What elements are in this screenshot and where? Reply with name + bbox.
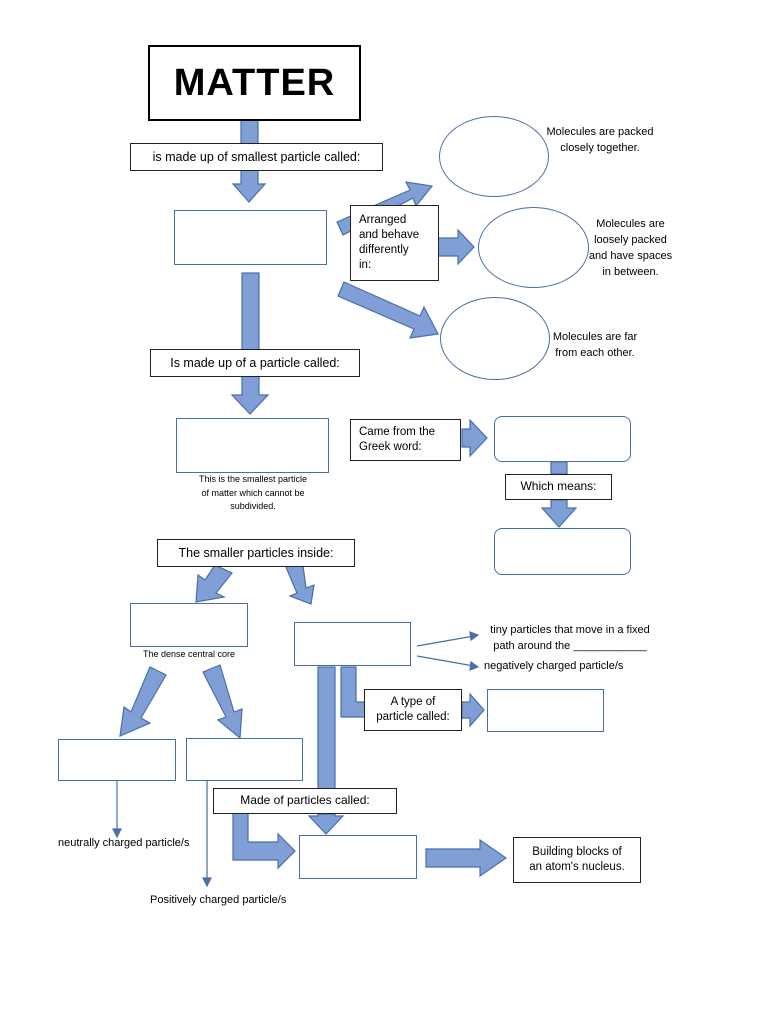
- arrow-to-meaning: [540, 499, 578, 528]
- connector-molecule-atom: [241, 272, 260, 352]
- blank-proton[interactable]: [186, 738, 303, 781]
- note-positive: Positively charged particle/s: [150, 894, 287, 906]
- blank-atom[interactable]: [176, 418, 329, 473]
- arrow-to-greek: [461, 418, 488, 458]
- note-gas: Molecules are far from each other.: [552, 331, 638, 359]
- connector-matter: [240, 119, 259, 145]
- arrow-to-nucleus: [195, 564, 233, 603]
- blank-electron[interactable]: [294, 622, 411, 666]
- note-liquid: Molecules are loosely packed and have sp…: [588, 218, 673, 278]
- label-building-blocks: Building blocks of an atom's nucleus.: [513, 837, 641, 883]
- note-solid: Molecules are packed closely together.: [546, 126, 654, 154]
- arrow-down-to-quark: [307, 813, 345, 835]
- arrow-to-neutron: [119, 666, 167, 737]
- blank-quark[interactable]: [299, 835, 417, 879]
- thin-arrowhead-neutral: [112, 828, 122, 839]
- oval-liquid[interactable]: [478, 207, 589, 288]
- note-nucleus-definition: The dense central core: [142, 649, 236, 659]
- blank-meaning[interactable]: [494, 528, 631, 575]
- oval-gas[interactable]: [440, 297, 550, 380]
- thin-arrowhead-path: [469, 631, 480, 642]
- blank-type-answer[interactable]: [487, 689, 604, 732]
- blank-molecule[interactable]: [174, 210, 327, 265]
- arrow-proton-to-quark: [232, 811, 296, 870]
- matter-title: MATTER: [148, 45, 361, 121]
- note-electron-charge: negatively charged particle/s: [484, 660, 624, 672]
- arrow-to-gas: [337, 281, 439, 339]
- label-particle-called: Is made up of a particle called:: [150, 349, 360, 377]
- label-type-of: A type of particle called:: [364, 689, 462, 731]
- label-smaller-particles: The smaller particles inside:: [157, 539, 355, 567]
- arrow-to-liquid: [437, 228, 475, 266]
- arrow-to-type-answer: [461, 692, 485, 728]
- thin-arrowhead-positive: [202, 877, 212, 888]
- note-electron-path: tiny particles that move in a fixed path…: [490, 624, 650, 652]
- label-came-from: Came from the Greek word:: [350, 419, 461, 461]
- blank-neutron[interactable]: [58, 739, 176, 781]
- label-arranged: Arranged and behave differently in:: [350, 205, 439, 281]
- connector-electron-type: [340, 666, 366, 718]
- arrow-to-proton: [202, 664, 243, 740]
- note-atom-definition: This is the smallest particle of matter …: [198, 474, 308, 511]
- blank-nucleus[interactable]: [130, 603, 248, 647]
- arrow-down-to-molecule: [231, 169, 267, 203]
- oval-solid[interactable]: [439, 116, 549, 197]
- label-which-means: Which means:: [505, 474, 612, 500]
- note-neutral: neutrally charged particle/s: [58, 837, 190, 849]
- arrow-down-to-atom: [230, 374, 270, 415]
- label-made-of: Made of particles called:: [213, 788, 397, 814]
- thin-arrowhead-charge: [469, 660, 480, 671]
- label-smallest-particle: is made up of smallest particle called:: [130, 143, 383, 171]
- blank-greek-word[interactable]: [494, 416, 631, 462]
- thin-arrow-electron-charge: [416, 655, 475, 667]
- arrow-to-building-blocks: [425, 838, 508, 878]
- connector-greek-means: [550, 461, 568, 475]
- thin-arrow-electron-path: [416, 635, 475, 647]
